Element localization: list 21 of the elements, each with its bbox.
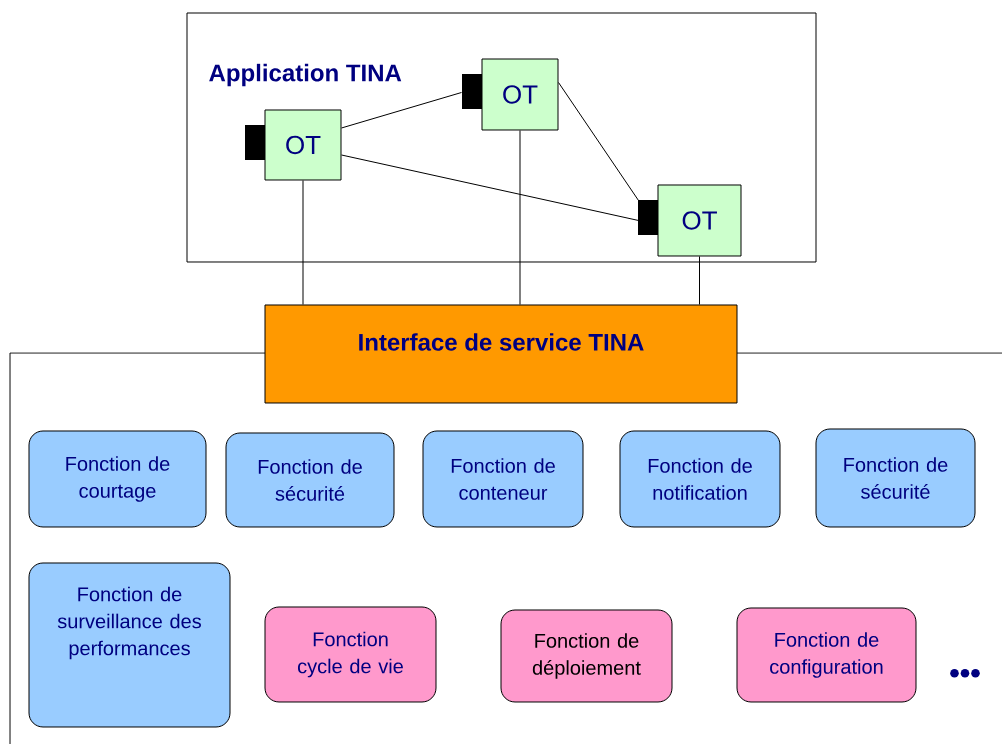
function-box: Fonction de déploiement [500, 609, 673, 703]
function-box: Fonction de configuration [736, 607, 917, 703]
connector-line [341, 92, 462, 129]
ellipsis: ••• [950, 668, 980, 678]
function-box: Fonction de sécurité [815, 428, 976, 528]
function-box: Fonction de surveillance des performances [28, 562, 231, 728]
connector-line [302, 180, 304, 305]
object-box: OT [462, 58, 559, 131]
connector-line [558, 82, 639, 201]
platform-frame [9, 352, 1002, 744]
function-box: Fonction de sécurité [225, 432, 395, 528]
interface-bar: Interface de service TINA [264, 304, 738, 404]
object-box: OT [638, 184, 742, 257]
function-box: Fonction cycle de vie [264, 606, 437, 703]
function-box: Fonction de conteneur [422, 430, 584, 528]
function-box: Fonction de courtage [28, 430, 207, 528]
function-box: Fonction de notification [619, 430, 781, 528]
object-box: OT [245, 109, 342, 181]
connector-line [519, 130, 521, 305]
connector-line [341, 154, 639, 221]
connector-line [699, 256, 700, 305]
